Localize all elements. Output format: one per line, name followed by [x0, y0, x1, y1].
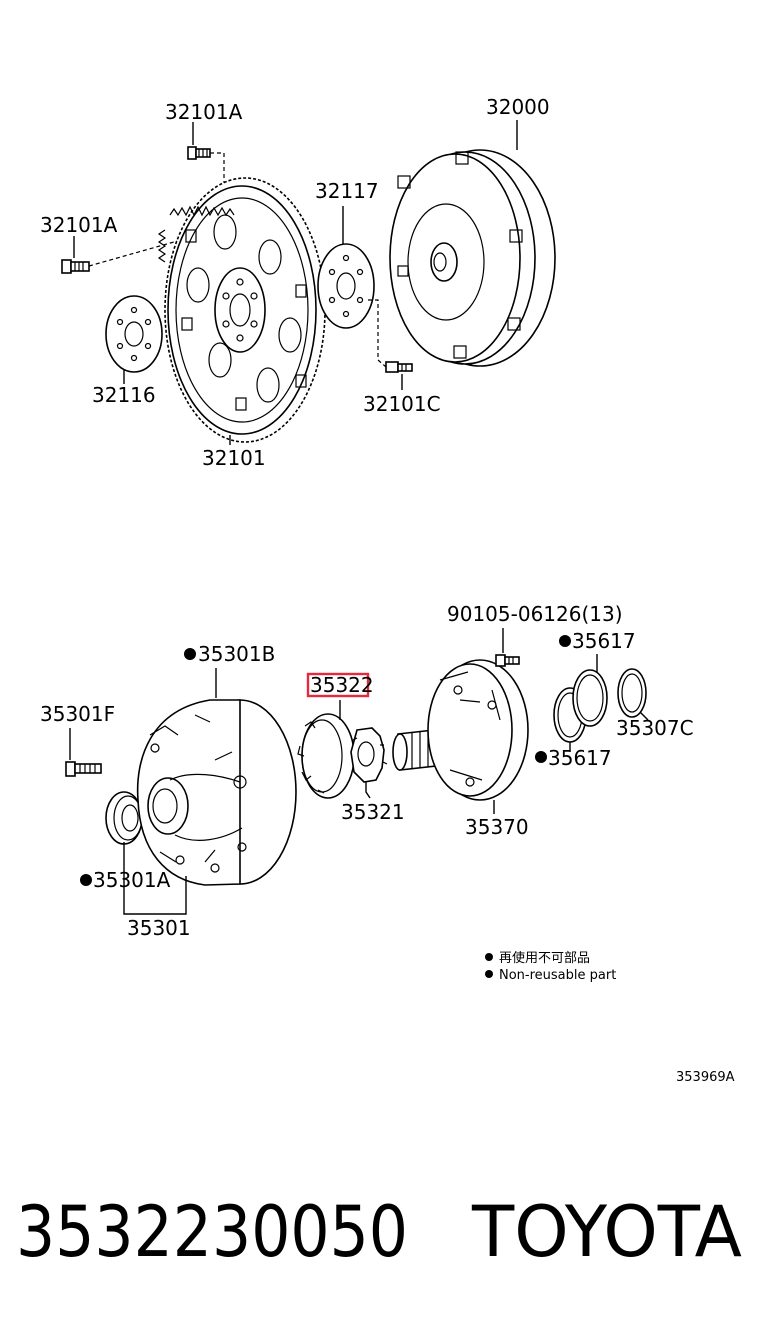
legend-dot	[485, 953, 493, 961]
callout-35307c: 35307C	[616, 716, 694, 740]
callout-35301: 35301	[127, 916, 191, 940]
non-reusable-dot	[80, 874, 92, 886]
bolt-35301f	[65, 761, 102, 777]
drive-gear-35321	[350, 727, 388, 783]
legend-text-en: Non-reusable part	[499, 968, 616, 983]
non-reusable-dot	[184, 648, 196, 660]
pump-body-35301	[136, 699, 297, 886]
callout-35321: 35321	[341, 800, 405, 824]
stator-shaft-35370	[392, 659, 529, 801]
bolt-32101c	[385, 361, 413, 373]
plate-32116	[105, 295, 163, 373]
oil-seal-35301a	[105, 791, 143, 845]
callout-32101a-top: 32101A	[165, 100, 243, 124]
callout-35301b: 35301B	[198, 642, 275, 666]
legend-dot	[485, 970, 493, 978]
driven-gear-35322	[297, 713, 355, 799]
drive-plate-32101	[157, 177, 326, 443]
bolt-32101a-left	[61, 259, 90, 274]
torque-converter-32000	[389, 149, 556, 367]
highlight-box	[306, 672, 370, 698]
callout-35301a: 35301A	[93, 868, 171, 892]
callout-35301f: 35301F	[40, 702, 115, 726]
brand-name: TOYOTA	[471, 1191, 742, 1273]
legend-text-jp: 再使用不可部品	[499, 950, 590, 966]
thrust-washer-35307c	[617, 668, 647, 718]
bolt-32101a-top	[187, 146, 211, 160]
legend: 再使用不可部品 Non-reusable part	[485, 950, 616, 983]
seal-ring-35617-b	[572, 669, 608, 727]
non-reusable-dot	[535, 751, 547, 763]
callout-32101c: 32101C	[363, 392, 441, 416]
bolt-90105-06126	[495, 654, 520, 667]
non-reusable-dot	[559, 635, 571, 647]
callout-35617-bottom: 35617	[548, 746, 612, 770]
plate-32117	[317, 243, 375, 329]
callout-32101a-left: 32101A	[40, 213, 118, 237]
callout-35617-top: 35617	[572, 629, 636, 653]
illustration-ref: 353969A	[676, 1070, 735, 1085]
part-number: 3532230050	[16, 1191, 408, 1273]
callout-32101: 32101	[202, 446, 266, 470]
callout-90105-06126: 90105-06126(13)	[447, 602, 623, 626]
callout-35322: 35322	[310, 673, 374, 697]
callout-32000: 32000	[486, 95, 550, 119]
callout-35370: 35370	[465, 815, 529, 839]
callout-32117: 32117	[315, 179, 379, 203]
callout-32116: 32116	[92, 383, 156, 407]
